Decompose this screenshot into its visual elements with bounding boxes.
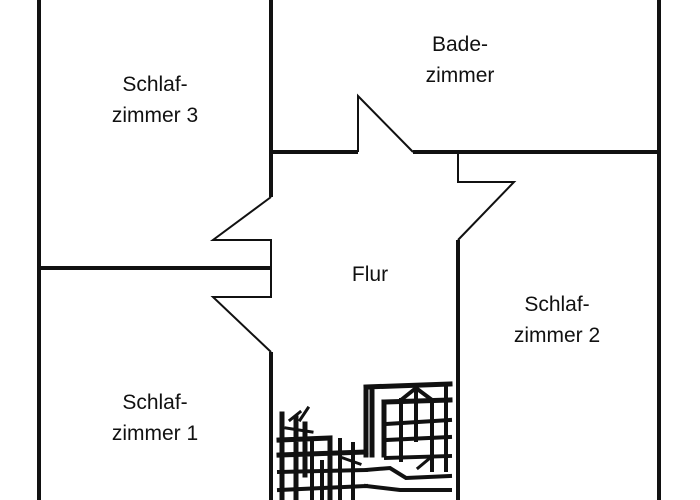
room-label-line: Schlaf- bbox=[122, 391, 188, 414]
room-label-line: zimmer 2 bbox=[513, 324, 601, 347]
room-label-line: zimmer 3 bbox=[111, 104, 199, 127]
room-label-bathroom: Bade- zimmer bbox=[400, 29, 520, 91]
arrow-left-icon bbox=[209, 196, 272, 268]
arrow-up-icon bbox=[357, 93, 414, 153]
arrow-right-icon bbox=[457, 152, 517, 241]
arrow-left-icon bbox=[210, 268, 272, 353]
room-label-hall: Flur bbox=[320, 259, 420, 290]
room-label-line: Flur bbox=[351, 263, 389, 286]
room-label-line: Schlaf- bbox=[524, 293, 590, 316]
staircase-icon bbox=[276, 381, 453, 500]
room-label-line: Bade- bbox=[431, 33, 489, 56]
room-label-bedroom-1: Schlaf- zimmer 1 bbox=[95, 387, 215, 449]
room-label-line: Schlaf- bbox=[122, 73, 188, 96]
room-label-bedroom-3: Schlaf- zimmer 3 bbox=[95, 69, 215, 131]
room-label-bedroom-2: Schlaf- zimmer 2 bbox=[497, 289, 617, 351]
room-label-line: zimmer bbox=[425, 64, 495, 87]
room-label-line: zimmer 1 bbox=[111, 422, 199, 445]
